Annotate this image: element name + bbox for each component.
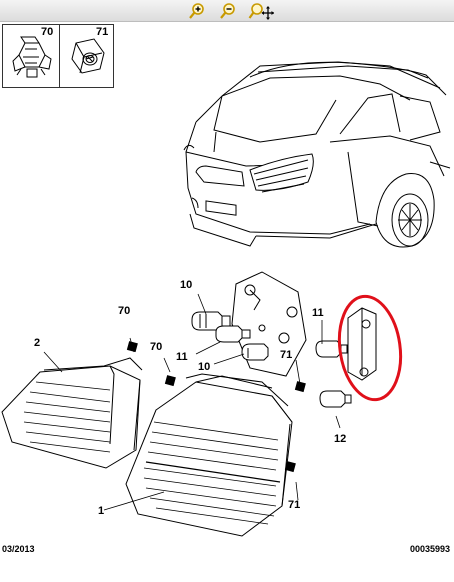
- inset-cell-70: 70: [3, 25, 59, 87]
- bulb-12: [319, 390, 352, 408]
- footer-code: 00035993: [409, 544, 450, 554]
- zoom-in-icon[interactable]: [188, 2, 206, 20]
- number-plate-lamp-bracket: [347, 307, 377, 381]
- callout-1: 1: [98, 505, 104, 517]
- clip-nut-drawing: [12, 36, 52, 78]
- parts-diagram: 2 1 70 70 71 71 10 10 11 11 12: [1, 61, 451, 537]
- lamp-1-illustration: [125, 373, 293, 537]
- square-nut-drawing: [71, 38, 105, 74]
- callout-10b: 10: [198, 361, 210, 373]
- callout-12: 12: [334, 433, 346, 445]
- toolbar: [0, 0, 454, 22]
- callout-10a: 10: [180, 279, 192, 291]
- bulb-10-lower: [241, 343, 269, 361]
- callout-71b: 71: [288, 499, 300, 511]
- callout-70a: 70: [118, 305, 130, 317]
- callout-71a: 71: [280, 349, 292, 361]
- callout-70b: 70: [150, 341, 162, 353]
- highlight-ellipse: [337, 294, 403, 402]
- callout-11b: 11: [312, 307, 324, 319]
- zoom-out-icon[interactable]: [219, 2, 237, 20]
- lamp-2-illustration: [1, 357, 143, 469]
- inset-divider: [59, 25, 60, 87]
- inset-cell-71: 71: [60, 25, 113, 87]
- callout-2: 2: [34, 337, 40, 349]
- bulb-11-right: [315, 340, 348, 358]
- inset-fasteners: 70 71: [2, 24, 114, 88]
- zoom-pan-icon[interactable]: [248, 2, 274, 20]
- inset-ref-70: 70: [41, 26, 54, 38]
- clip-markers: [126, 341, 306, 473]
- inset-ref-71: 71: [96, 26, 109, 38]
- footer-date: 03/2013: [2, 544, 35, 554]
- car-illustration: [183, 61, 451, 248]
- bulb-holder-plate: [231, 271, 307, 377]
- callout-11a: 11: [176, 351, 188, 363]
- bulb-11-upper: [215, 325, 251, 343]
